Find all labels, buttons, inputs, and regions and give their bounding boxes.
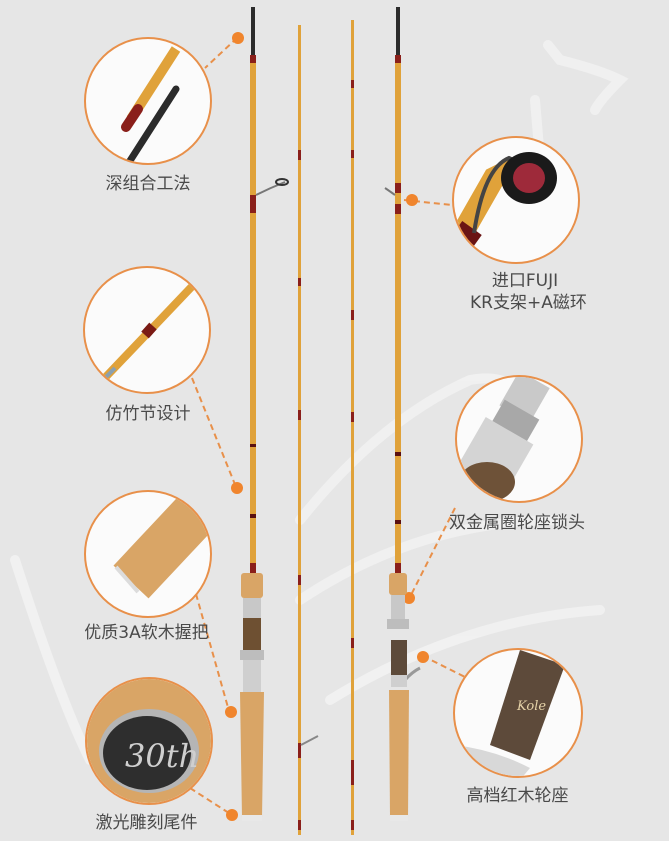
feature-circle-butt-cap: 30th [85,677,213,805]
callout-dot-buttcap [226,809,238,821]
feature-circle-bamboo-node [83,266,211,394]
rod-spinning-butt [240,7,289,821]
feature-circle-reel-seat: Kole [453,648,583,778]
feature-circle-tip-joint [84,37,212,165]
rod-tip-joint-icon [121,46,181,163]
feature-circle-cork-grip [84,490,212,618]
feature-label-butt-cap: 激光雕刻尾件 [95,813,198,833]
svg-text:30th: 30th [125,737,199,775]
engraved-butt-cap-icon: 30th [87,679,211,803]
feature-circle-lock-nut [455,375,583,503]
feature-label-guide-line1: 进口FUJI [491,271,559,291]
feature-circle-guide [452,136,580,264]
callout-dot-guide [406,194,418,206]
bamboo-node-icon [97,275,203,386]
feature-label-guide-line2: KR支架+A磁环 [470,293,587,313]
feature-label-tip-joint: 深组合工法 [105,174,191,194]
callout-dot-tip [232,32,244,44]
callout-dot-node [231,482,243,494]
callout-dot-reelseat [417,651,429,663]
callout-dot-locknut [403,592,415,604]
feature-label-lock-nut: 双金属圈轮座锁头 [449,513,585,533]
callout-dot-grip [225,706,237,718]
cork-grip-icon [113,492,210,599]
rod-casting-butt [384,7,421,821]
svg-text:Kole: Kole [516,699,546,714]
feature-label-reel-seat: 高档红木轮座 [466,786,569,806]
metal-lock-nut-icon [457,377,550,501]
wood-reel-seat-icon: Kole [455,650,565,776]
feature-label-cork-grip: 优质3A软木握把 [84,623,209,643]
feature-label-guide: 进口FUJI KR支架+A磁环 [470,270,587,314]
fuji-guide-icon [454,152,557,261]
feature-label-bamboo-node: 仿竹节设计 [105,404,191,424]
rod-spinning-tip [298,25,319,835]
rod-casting-tip [351,20,354,835]
